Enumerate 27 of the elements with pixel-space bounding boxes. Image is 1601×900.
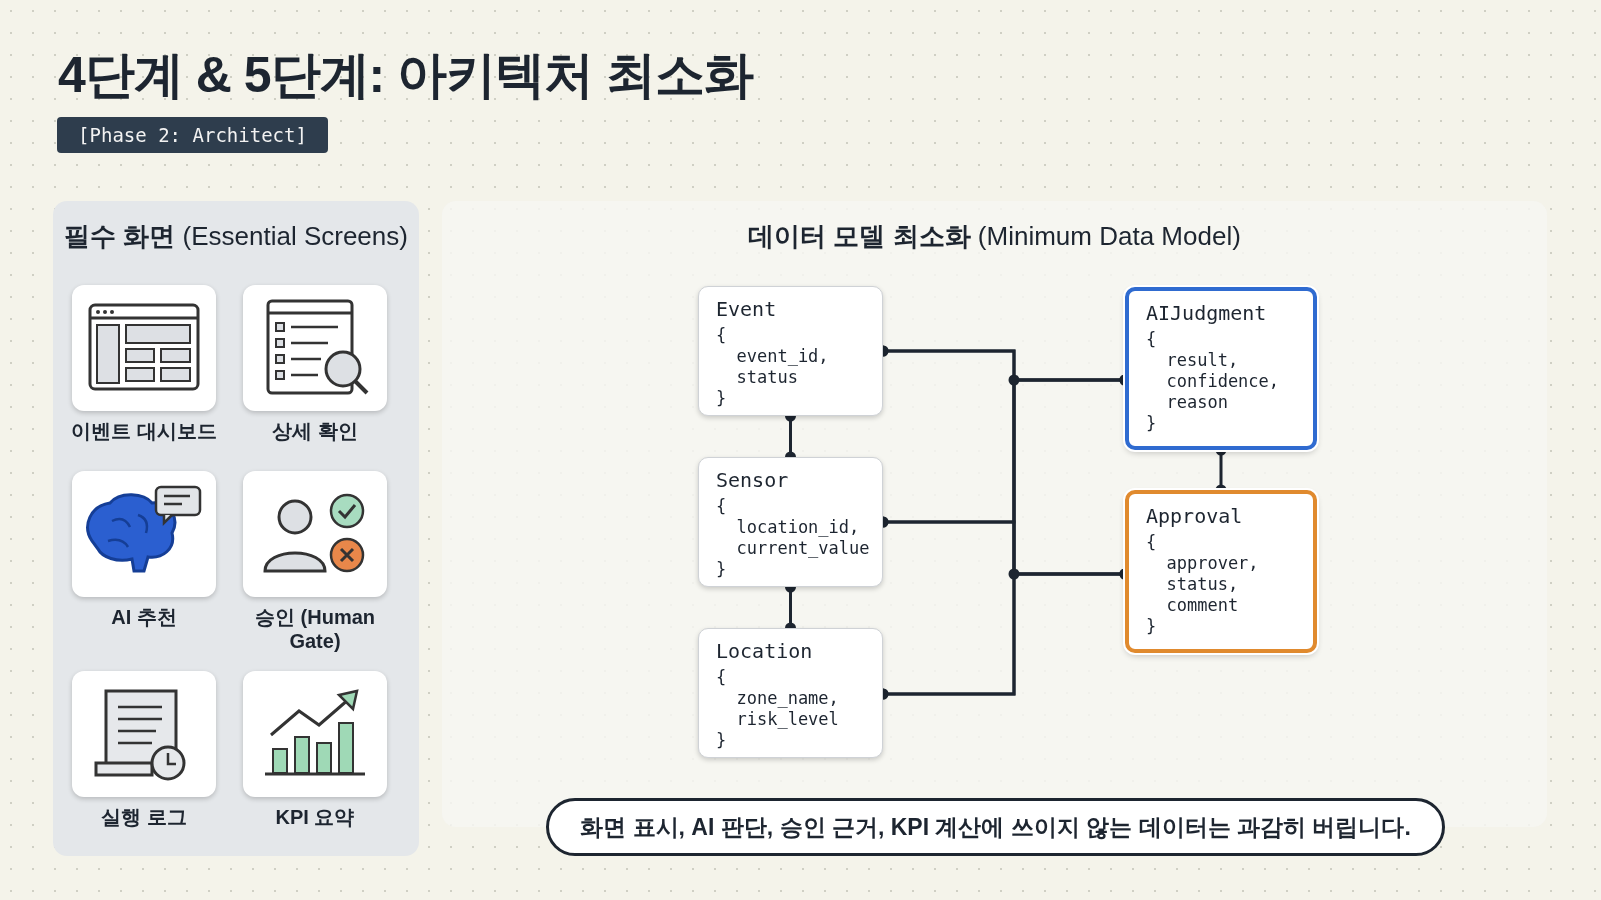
screen-caption: KPI 요약 — [274, 805, 356, 829]
panel — [53, 201, 419, 856]
entity-fields: { result, confidence, reason } — [1146, 329, 1280, 434]
entity-name: Event — [716, 297, 777, 321]
screen-caption: 실행 로그 — [100, 805, 188, 829]
panel-heading: 데이터 모델 최소화 (Minimum Data Model) — [747, 220, 1242, 253]
entity-fields: { approver, status, comment } — [1146, 532, 1259, 637]
entity-fields: { location_id, current_value } — [716, 496, 870, 580]
entity-box — [698, 457, 883, 587]
entity-fields: { event_id, status } — [716, 325, 829, 409]
entity-name: AIJudgment — [1146, 301, 1267, 325]
panel-heading: 필수 화면 (Essential Screens) — [63, 220, 409, 253]
entity-box — [698, 628, 883, 758]
entity-fields: { zone_name, risk_level } — [716, 667, 839, 751]
title: 4단계 & 5단계: 아키텍처 최소화 — [58, 46, 753, 105]
screen-caption: AI 추천 — [110, 605, 178, 629]
entity-name: Approval — [1146, 504, 1243, 528]
entity-box — [698, 286, 883, 416]
entity-box — [1125, 287, 1317, 450]
note-banner: 화면 표시, AI 판단, 승인 근거, KPI 계산에 쓰이지 않는 데이터는 과감히 버립니다. — [546, 798, 1445, 856]
entity-name: Location — [716, 639, 813, 663]
entity-name: Sensor — [716, 468, 789, 492]
phase-badge: [Phase 2: Architect] — [57, 117, 328, 153]
screen-caption: 상세 확인 — [271, 419, 359, 443]
screen-caption: 이벤트 대시보드 — [70, 419, 218, 443]
entity-box — [1125, 490, 1317, 653]
screen-caption: 승인 (Human Gate) — [254, 605, 376, 653]
